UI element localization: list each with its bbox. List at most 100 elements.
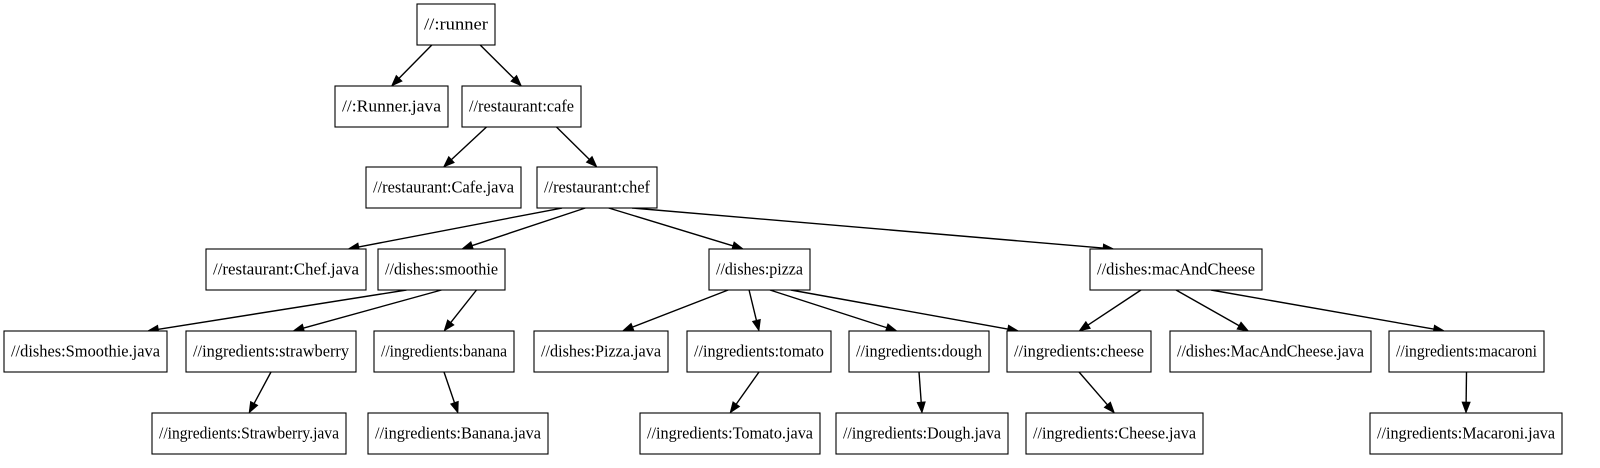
node-box [533,330,669,373]
node-label: //dishes:MacAndCheese.java [1177,341,1365,360]
graph-node-banana_java[interactable]: //ingredients:Banana.java [367,412,549,455]
graph-edge-ing_dough-to-dough_java [918,371,922,403]
node-box [3,330,168,373]
graph-edge-ing_banana-to-banana_java [443,371,456,403]
node-label: //ingredients:Tomato.java [647,423,814,442]
node-box [367,412,549,455]
graph-node-dough_java[interactable]: //ingredients:Dough.java [835,412,1009,455]
graph-edge-restaurant_chef-to-dishes_pizza [608,207,734,247]
graph-node-mac_java[interactable]: //dishes:MacAndCheese.java [1169,330,1372,373]
graph-node-dishes_mac[interactable]: //dishes:macAndCheese [1089,248,1263,291]
graph-node-restaurant_cafe[interactable]: //restaurant:cafe [461,85,582,128]
graph-edge-dishes_pizza-to-ing_tomato [748,289,758,321]
node-label: //ingredients:Macaroni.java [1377,423,1556,442]
graph-edge-runner-to-runner_java [398,44,433,79]
node-label: //:runner [424,14,489,33]
arrowhead-icon [1103,401,1116,414]
node-box [708,248,811,291]
node-box [205,248,367,291]
graph-node-strawberry_java[interactable]: //ingredients:Strawberry.java [151,412,347,455]
graph-edge-dishes_mac-to-ing_macaroni [1210,289,1434,330]
graph-node-chef_java[interactable]: //restaurant:Chef.java [205,248,367,291]
graph-node-runner[interactable]: //:runner [416,3,496,46]
node-box [536,166,658,209]
graph-edge-ing_cheese-to-cheese_java [1078,371,1108,406]
node-label: //dishes:macAndCheese [1097,259,1255,278]
graph-node-ing_dough[interactable]: //ingredients:dough [848,330,990,373]
node-box [848,330,990,373]
graph-node-ing_cheese[interactable]: //ingredients:cheese [1006,330,1152,373]
graph-edge-restaurant_chef-to-dishes_mac [631,207,1104,249]
graph-node-cafe_java[interactable]: //restaurant:Cafe.java [365,166,522,209]
graph-node-cheese_java[interactable]: //ingredients:Cheese.java [1025,412,1204,455]
node-box [639,412,821,455]
graph-edge-dishes_mac-to-ing_cheese [1087,289,1142,326]
graph-node-dishes_pizza[interactable]: //dishes:pizza [708,248,811,291]
arrowhead-icon [510,74,523,87]
node-box [1169,330,1372,373]
graph-node-macaroni_java[interactable]: //ingredients:Macaroni.java [1369,412,1563,455]
node-box [1369,412,1563,455]
graph-node-ing_banana[interactable]: //ingredients:banana [373,330,515,373]
graph-edge-dishes_pizza-to-pizza_java [632,289,729,328]
arrowhead-icon [449,400,459,414]
graph-node-ing_strawberry[interactable]: //ingredients:strawberry [185,330,357,373]
graph-node-restaurant_chef[interactable]: //restaurant:chef [536,166,658,209]
node-label: //restaurant:cafe [469,96,574,115]
arrowhead-icon [390,74,403,87]
node-label: //dishes:Smoothie.java [11,341,161,360]
node-box [373,330,515,373]
arrowhead-icon [443,319,455,332]
node-label: //ingredients:banana [381,341,508,360]
node-box [686,330,832,373]
node-box [1089,248,1263,291]
graph-node-tomato_java[interactable]: //ingredients:Tomato.java [639,412,821,455]
node-label: //ingredients:dough [856,341,983,360]
node-box [1025,412,1204,455]
graph-node-dishes_smoothie[interactable]: //dishes:smoothie [377,248,506,291]
node-box [185,330,357,373]
graph-edge-ing_tomato-to-tomato_java [735,371,760,405]
node-box [334,85,449,128]
graph-edge-dishes_pizza-to-ing_dough [769,289,887,329]
graph-node-smoothie_java[interactable]: //dishes:Smoothie.java [3,330,168,373]
node-label: //ingredients:macaroni [1396,341,1537,360]
arrowhead-icon [1236,321,1250,332]
graph-edge-runner-to-restaurant_cafe [479,44,515,79]
arrowhead-icon [751,318,761,332]
node-label: //dishes:Pizza.java [541,341,662,360]
arrowhead-icon [729,401,741,414]
node-label: //ingredients:strawberry [193,341,350,360]
graph-edge-ing_strawberry-to-strawberry_java [253,371,272,404]
graph-edge-dishes_smoothie-to-ing_banana [450,289,478,323]
node-label: //restaurant:chef [544,177,650,196]
graph-edge-dishes_mac-to-mac_java [1175,289,1240,327]
node-label: //dishes:pizza [716,259,804,278]
graph-edge-restaurant_chef-to-chef_java [358,207,563,248]
arrowhead-icon [1461,401,1471,414]
graph-edge-restaurant_cafe-to-restaurant_chef [556,126,590,160]
node-label: //ingredients:Strawberry.java [159,423,340,442]
node-box [1388,330,1545,373]
arrowhead-icon [442,155,455,168]
graph-edge-restaurant_cafe-to-cafe_java [451,126,487,161]
graph-node-runner_java[interactable]: //:Runner.java [334,85,449,128]
node-box [377,248,506,291]
node-label: //dishes:smoothie [385,259,498,278]
graph-node-ing_tomato[interactable]: //ingredients:tomato [686,330,832,373]
node-box [461,85,582,128]
graph-node-ing_macaroni[interactable]: //ingredients:macaroni [1388,330,1545,373]
node-label: //ingredients:Cheese.java [1033,423,1197,442]
graph-edge-restaurant_chef-to-dishes_smoothie [472,207,586,247]
arrowhead-icon [461,241,475,250]
node-box [416,3,496,46]
nodes-layer: //:runner //:Runner.java //restaurant:cafe… [3,3,1563,455]
graph-edge-dishes_pizza-to-ing_cheese [790,289,1008,330]
node-label: //ingredients:Banana.java [375,423,542,442]
arrowhead-icon [884,323,898,332]
graph-edge-dishes_smoothie-to-smoothie_java [158,289,407,330]
node-box [835,412,1009,455]
node-box [1006,330,1152,373]
graph-node-pizza_java[interactable]: //dishes:Pizza.java [533,330,669,373]
